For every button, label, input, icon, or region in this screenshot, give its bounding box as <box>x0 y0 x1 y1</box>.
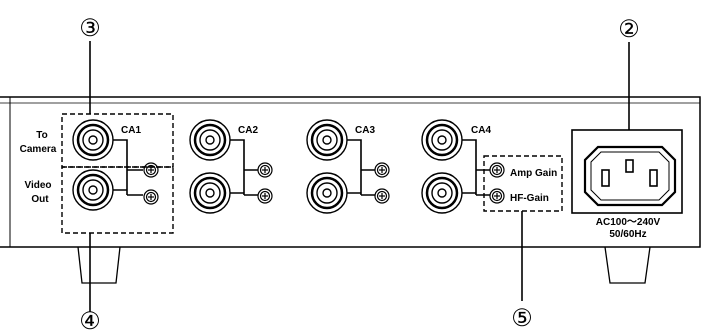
bnc-connector-video-out-ca2 <box>189 172 231 214</box>
callout-4: ④ <box>79 308 101 332</box>
highlight-boxes <box>61 113 563 234</box>
channel-ca1: CA1 <box>72 119 159 211</box>
chassis <box>0 96 701 248</box>
callout-2: ② <box>618 16 640 43</box>
wiring-ca1 <box>113 139 143 196</box>
hf-gain-trimmer-ca1 <box>143 189 159 205</box>
channel-label-ca2: CA2 <box>238 125 258 136</box>
bnc-connector-video-out-ca3 <box>306 172 348 214</box>
channel-label-ca4: CA4 <box>471 125 491 136</box>
ac-inlet-pins <box>601 159 658 187</box>
bnc-connector-video-out-ca4 <box>421 172 463 214</box>
callout-3: ③ <box>79 15 101 42</box>
video-out-label-line1: Video <box>24 180 51 191</box>
bnc-connector-to-camera-ca2 <box>189 119 231 161</box>
wiring-ca3 <box>347 139 375 196</box>
bnc-connector-to-camera-ca4 <box>421 119 463 161</box>
callout-5: ⑤ <box>511 305 533 332</box>
video-out-label-line2: Out <box>31 194 49 205</box>
bnc-connector-to-camera-ca1 <box>72 119 114 161</box>
hf-gain-trimmer-ca3 <box>374 188 390 204</box>
ac-voltage-label: AC100～240V <box>596 217 661 228</box>
highlight-box-3 <box>61 113 174 168</box>
ac-power-inlet <box>571 129 683 214</box>
bnc-connector-to-camera-ca3 <box>306 119 348 161</box>
bnc-connector-video-out-ca1 <box>72 169 114 211</box>
left-foot <box>77 246 121 284</box>
hf-gain-trimmer-ca2 <box>257 188 273 204</box>
to-camera-label-line2: Camera <box>20 144 57 155</box>
amp-gain-trimmer-ca4 <box>489 162 505 178</box>
amp-gain-label: Amp Gain <box>510 168 557 179</box>
amp-gain-trimmer-ca2 <box>257 162 273 178</box>
channel-ca3: CA3 <box>306 119 390 214</box>
amp-gain-trimmer-ca1 <box>143 162 159 178</box>
channel-ca4: CA4 <box>421 119 505 214</box>
ac-frequency-label: 50/60Hz <box>609 229 646 240</box>
to-camera-label-line1: To <box>36 130 47 141</box>
highlight-box-5 <box>483 155 563 212</box>
hf-gain-label: HF-Gain <box>510 193 549 204</box>
hf-gain-trimmer-ca4 <box>489 188 505 204</box>
amp-gain-trimmer-ca3 <box>374 162 390 178</box>
right-foot <box>604 246 651 284</box>
callout-lines <box>89 41 630 312</box>
wiring-ca2 <box>230 139 258 196</box>
channel-ca2: CA2 <box>189 119 273 214</box>
highlight-box-4 <box>61 166 174 234</box>
channel-label-ca3: CA3 <box>355 125 375 136</box>
channel-label-ca1: CA1 <box>121 125 141 136</box>
wiring-ca4 <box>462 139 490 196</box>
